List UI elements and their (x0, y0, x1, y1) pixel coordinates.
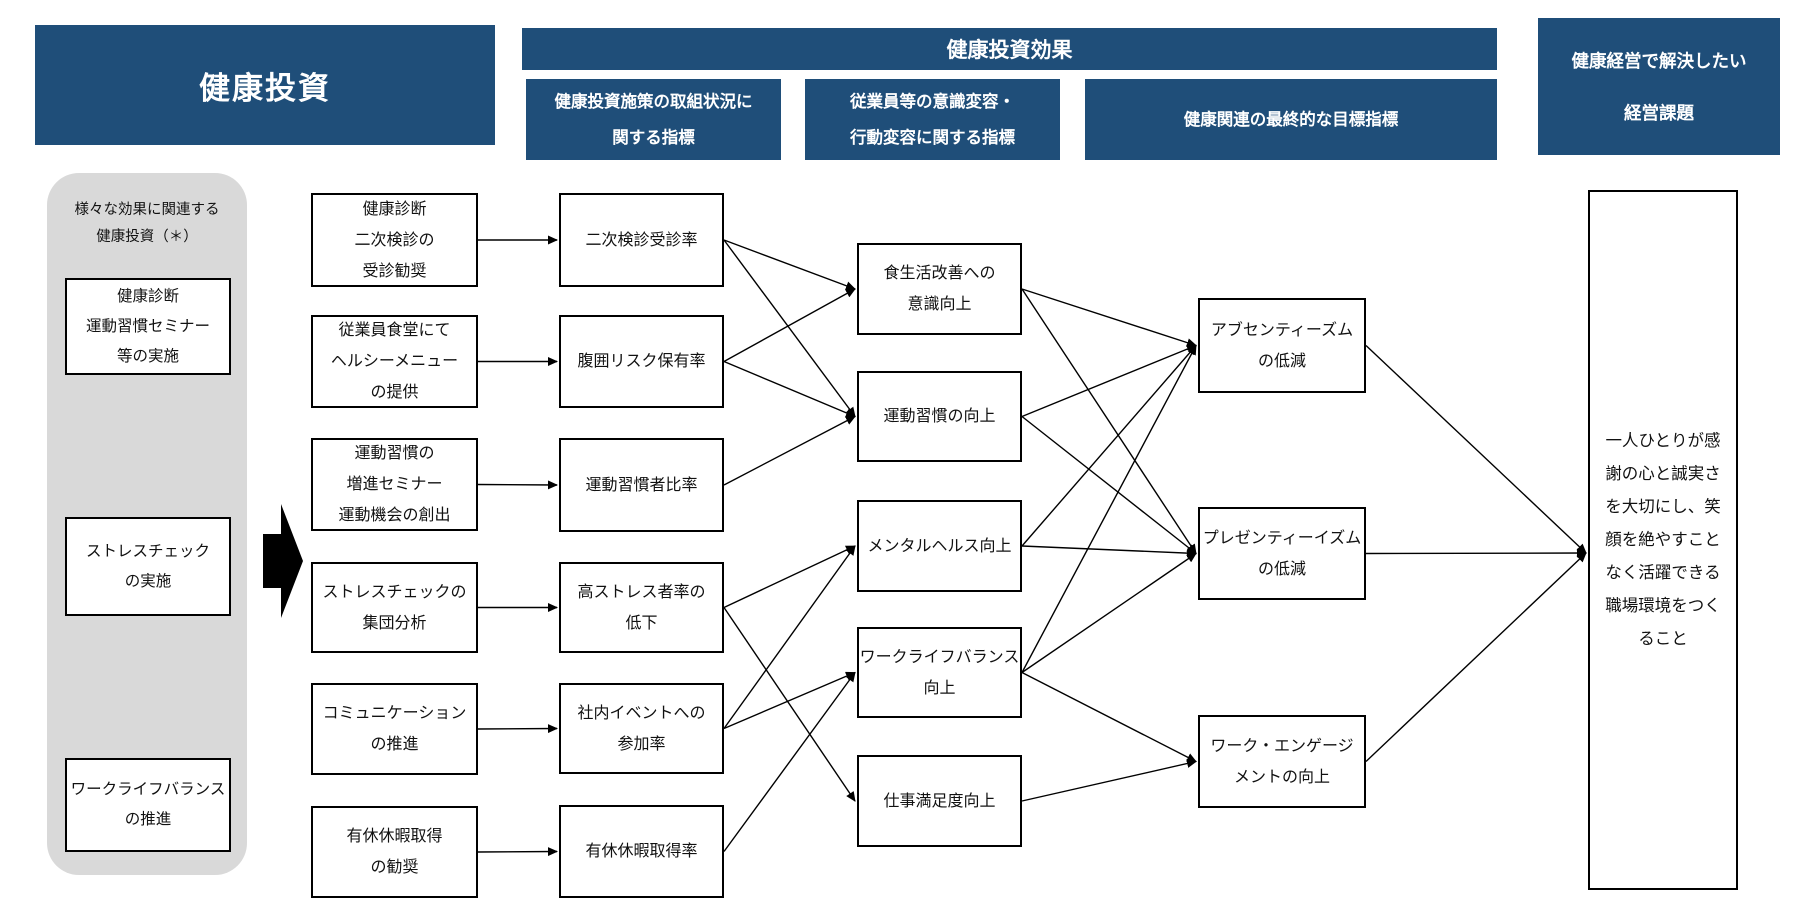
node-c4r2: プレゼンティーイズム の低減 (1198, 507, 1366, 600)
node-c2r1: 二次検診受診率 (559, 193, 724, 287)
node-c2r2: 腹囲リスク保有率 (559, 315, 724, 408)
edge-c3r4-c4r1 (1021, 344, 1197, 673)
panel-item-work-life-balance: ワークライフバランス の推進 (65, 758, 231, 852)
node-c3r2: 運動習慣の向上 (857, 371, 1022, 462)
edge-c1r5-c2r5 (477, 724, 558, 734)
node-c2r3: 運動習慣者比率 (559, 438, 724, 532)
panel-item-health-checkup: 健康診断 運動習慣セミナー 等の実施 (65, 278, 231, 375)
edge-c2r4-c3r3 (723, 545, 856, 609)
edge-c2r2-c3r1 (723, 288, 856, 363)
node-c2r4: 高ストレス者率の 低下 (559, 562, 724, 653)
panel-item-stress-check: ストレスチェック の実施 (65, 517, 231, 616)
related-investment-panel-title: 様々な効果に関連する 健康投資（＊） (74, 202, 220, 245)
node-c3r5: 仕事満足度向上 (857, 755, 1022, 847)
node-goal: 一人ひとりが感 謝の心と誠実さ を大切にし、笑 顔を絶やすこと なく活躍できる … (1588, 190, 1738, 890)
edge-c4r3-goal (1365, 552, 1587, 763)
flow-arrow (263, 504, 303, 618)
edge-c3r2-c4r2 (1021, 415, 1197, 555)
edge-c3r1-c4r2 (1021, 288, 1197, 555)
edge-c2r3-c3r2 (723, 415, 856, 486)
header-awareness-behavior-indicators: 従業員等の意識変容・ 行動変容に関する指標 (805, 79, 1060, 160)
header-management-issue: 健康経営で解決したい 経営課題 (1538, 18, 1780, 155)
edge-c3r5-c4r3 (1021, 759, 1197, 802)
edge-c2r2-c3r2 (723, 360, 856, 418)
header-health-investment-effect: 健康投資効果 (522, 28, 1497, 70)
node-c2r6: 有休休暇取得率 (559, 805, 724, 898)
edge-c2r5-c3r3 (723, 545, 856, 729)
edge-c3r1-c4r1 (1021, 288, 1197, 348)
header-activity-indicators: 健康投資施策の取組状況に 関する指標 (526, 79, 781, 160)
edge-c1r6-c2r6 (477, 847, 558, 857)
edge-c2r6-c3r4 (723, 671, 856, 852)
edge-c3r3-c4r1 (1021, 344, 1197, 547)
node-c4r3: ワーク・エンゲージ メントの向上 (1198, 715, 1366, 808)
header-health-investment: 健康投資 (35, 25, 495, 145)
edge-c2r1-c3r2 (723, 239, 856, 418)
node-c1r3: 運動習慣の 増進セミナー 運動機会の創出 (311, 438, 478, 531)
node-c3r3: メンタルヘルス向上 (857, 500, 1022, 592)
edge-c3r4-c4r2 (1021, 552, 1197, 674)
node-c3r4: ワークライフバランス 向上 (857, 627, 1022, 718)
node-c1r4: ストレスチェックの 集団分析 (311, 562, 478, 653)
edge-c4r1-goal (1365, 344, 1587, 554)
edge-c2r4-c3r5 (723, 607, 856, 802)
node-c2r5: 社内イベントへの 参加率 (559, 683, 724, 774)
edge-c3r4-c4r3 (1021, 671, 1197, 763)
edge-c3r3-c4r2 (1021, 545, 1197, 558)
node-c1r5: コミュニケーション の推進 (311, 683, 478, 775)
node-c1r1: 健康診断 二次検診の 受診勧奨 (311, 193, 478, 287)
edge-c3r2-c4r1 (1021, 344, 1197, 418)
edge-c2r5-c3r4 (723, 671, 856, 730)
node-c4r1: アブセンティーズム の低減 (1198, 298, 1366, 393)
edge-c2r1-c3r1 (723, 239, 856, 291)
edge-c1r3-c2r3 (477, 480, 558, 490)
related-investment-panel: 様々な効果に関連する 健康投資（＊） 健康診断 運動習慣セミナー 等の実施 スト… (47, 173, 247, 875)
node-c1r6: 有休休暇取得 の勧奨 (311, 806, 478, 898)
header-final-target-indicators: 健康関連の最終的な目標指標 (1085, 79, 1497, 160)
node-c3r1: 食生活改善への 意識向上 (857, 243, 1022, 335)
edge-c4r2-goal (1365, 548, 1587, 558)
node-c1r2: 従業員食堂にて ヘルシーメニュー の提供 (311, 315, 478, 408)
